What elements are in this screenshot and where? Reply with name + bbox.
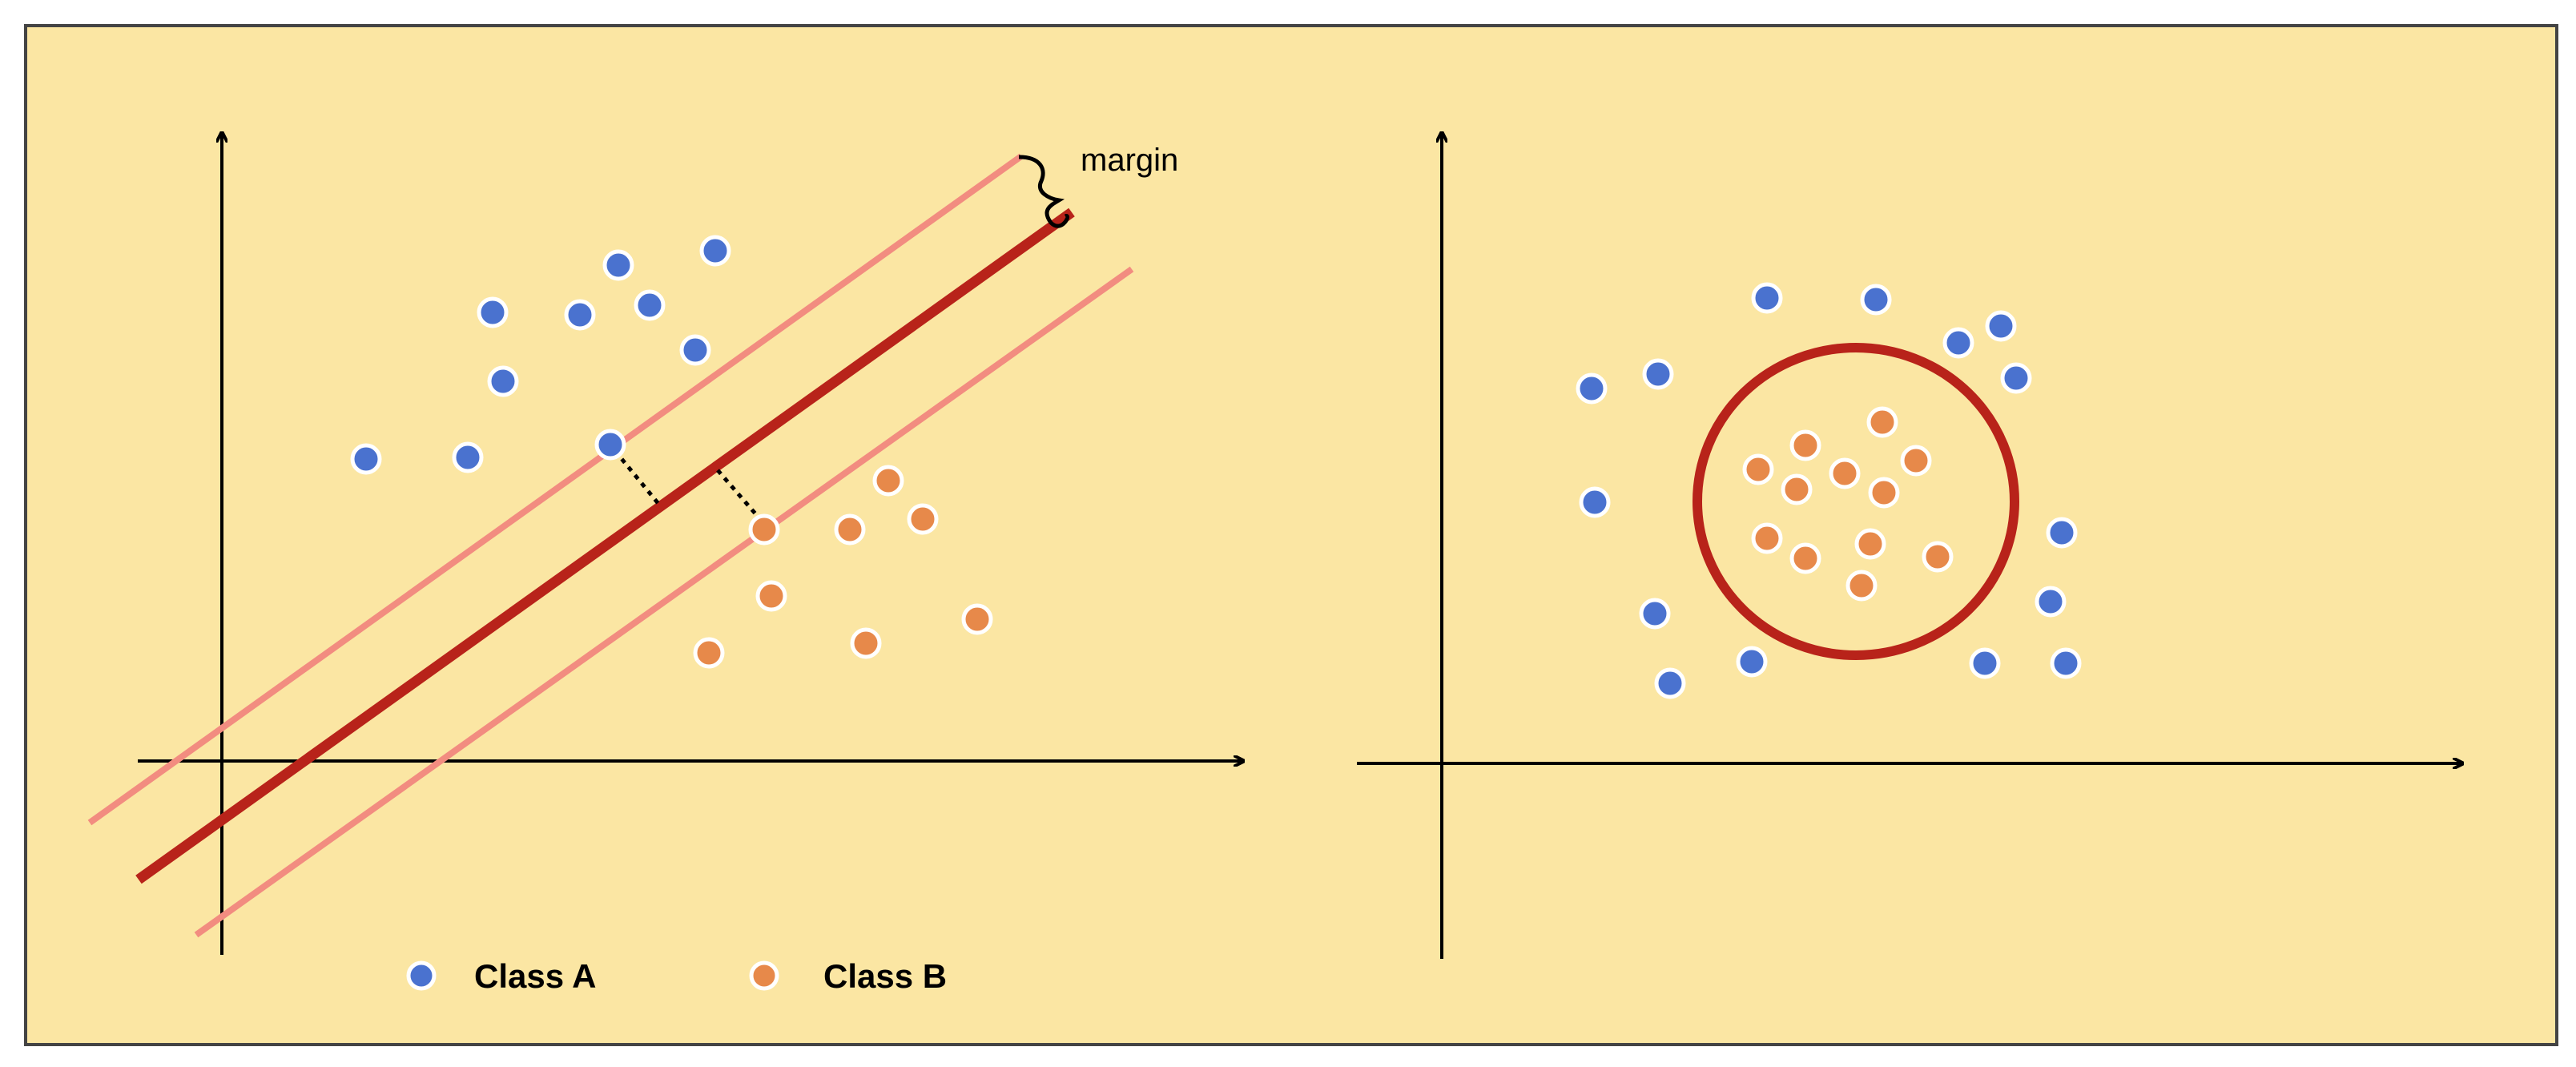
left-class-b-point-4 [834, 513, 866, 546]
left-class-b-point-3 [693, 637, 725, 669]
left-class-a-point-9 [699, 235, 731, 267]
legend-class-a-marker [406, 960, 437, 991]
separating-hyperplane [135, 207, 1075, 884]
legend: Class A Class B [406, 957, 947, 995]
right-class-b-point-7 [1868, 477, 1900, 509]
decision-circle [1693, 343, 2019, 660]
support-distance-a [614, 449, 661, 506]
left-class-b-point-6 [907, 503, 939, 535]
right-class-a-point-10 [1639, 598, 1671, 630]
right-class-a-point-4 [1860, 284, 1892, 316]
left-class-b-point-1 [748, 513, 780, 546]
right-class-a-point-11 [2035, 586, 2067, 618]
right-class-a-point-7 [2000, 362, 2032, 394]
lower-margin-line [194, 266, 1134, 938]
right-class-b-point-8 [1751, 522, 1783, 554]
right-panel [1357, 133, 2462, 959]
left-class-b-point-8 [850, 627, 882, 659]
left-class-a-point-10 [594, 429, 626, 461]
left-class-b-point-2 [755, 580, 787, 612]
right-class-a-point-6 [1985, 310, 2017, 342]
left-class-a-point-1 [350, 443, 382, 475]
right-class-b-point-11 [1922, 541, 1954, 573]
left-class-a-point-4 [487, 365, 519, 397]
support-distance-b [716, 469, 767, 526]
left-class-b-point-7 [961, 603, 993, 635]
margin-label: margin [1081, 143, 1178, 178]
right-points [1576, 282, 2082, 699]
right-class-b-point-10 [1854, 528, 1886, 560]
left-panel: margin Class A Class B [87, 133, 1243, 995]
right-class-b-point-1 [1742, 453, 1774, 485]
legend-class-b-label: Class B [823, 957, 947, 995]
right-class-a-point-1 [1576, 372, 1608, 405]
right-class-a-point-8 [1579, 486, 1611, 518]
right-class-a-point-3 [1751, 282, 1783, 314]
legend-class-b-marker [749, 960, 779, 991]
right-class-b-point-12 [1845, 570, 1878, 602]
left-class-b-point-5 [872, 465, 904, 497]
left-class-a-point-2 [452, 441, 484, 473]
right-class-a-point-9 [2046, 517, 2078, 549]
right-class-b-point-2 [1789, 429, 1821, 461]
right-class-b-point-4 [1900, 445, 1932, 477]
left-class-a-point-3 [477, 296, 509, 328]
legend-class-a-label: Class A [474, 957, 597, 995]
right-class-b-point-9 [1789, 542, 1821, 574]
upper-margin-line [87, 153, 1024, 826]
left-class-a-point-8 [679, 334, 711, 366]
left-class-a-point-5 [564, 299, 596, 331]
right-class-b-point-5 [1781, 473, 1813, 505]
left-points [350, 235, 993, 669]
right-class-a-point-5 [1942, 327, 1974, 359]
right-class-b-point-6 [1829, 457, 1861, 489]
left-class-a-point-6 [602, 249, 634, 281]
margin-brace [1018, 155, 1069, 228]
figure-background [24, 24, 2558, 1046]
right-class-a-point-14 [1969, 647, 2001, 679]
right-class-a-point-13 [1736, 646, 1768, 678]
left-class-a-point-7 [634, 289, 666, 321]
right-class-a-point-2 [1642, 358, 1674, 390]
right-class-a-point-12 [1654, 667, 1686, 699]
right-class-a-point-15 [2050, 647, 2082, 679]
right-class-b-point-3 [1866, 406, 1898, 438]
